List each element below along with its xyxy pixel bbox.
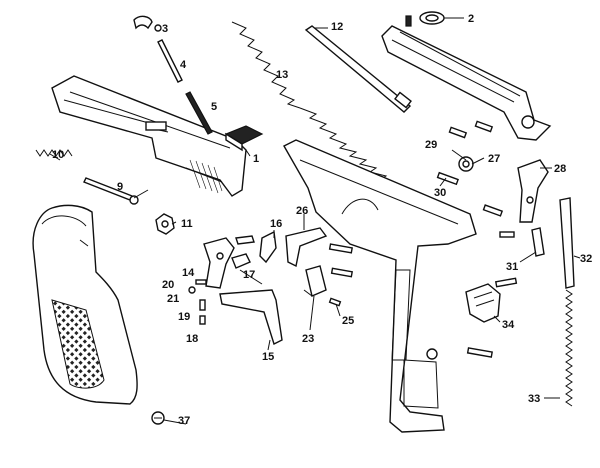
label-1: 1 — [253, 153, 259, 165]
label-16: 16 — [270, 218, 282, 230]
label-18: 18 — [186, 333, 198, 345]
part-3 — [133, 15, 162, 32]
part-15 — [219, 269, 283, 345]
part-28 — [517, 159, 549, 223]
leader-lines — [49, 17, 581, 425]
label-11: 11 — [181, 218, 193, 230]
part-1 — [224, 125, 264, 152]
label-37: 37 — [178, 415, 190, 427]
label-30: 30 — [434, 187, 446, 199]
label-27: 27 — [488, 153, 500, 165]
label-13: 13 — [276, 69, 288, 81]
part-37 — [151, 411, 165, 425]
part-11 — [155, 213, 175, 235]
part-34 — [465, 277, 518, 358]
part-16-trigger — [259, 230, 277, 264]
part-9 — [83, 177, 139, 205]
label-34: 34 — [502, 319, 515, 331]
part-10 — [35, 149, 73, 157]
part-12-guide-rod — [304, 25, 412, 113]
frame-part — [283, 139, 477, 433]
label-12: 12 — [331, 21, 343, 33]
label-31: 31 — [506, 261, 518, 273]
part-5 — [185, 91, 213, 135]
grip-panel — [32, 204, 138, 405]
label-32: 32 — [580, 253, 592, 265]
slide-part — [51, 75, 247, 197]
label-21: 21 — [167, 293, 179, 305]
label-26: 26 — [296, 205, 308, 217]
label-23: 23 — [302, 333, 314, 345]
label-20: 20 — [162, 279, 174, 291]
part-4 — [157, 39, 183, 83]
label-17: 17 — [243, 269, 255, 281]
label-5: 5 — [211, 101, 217, 113]
part-31 — [499, 227, 545, 257]
label-10: 10 — [52, 149, 64, 161]
parts-27-29-30 — [436, 120, 504, 217]
parts-18-21 — [188, 279, 207, 325]
label-15: 15 — [262, 351, 274, 363]
part-26 — [285, 227, 328, 268]
label-3: 3 — [162, 23, 168, 35]
part-25 — [328, 243, 354, 307]
label-28: 28 — [554, 163, 566, 175]
label-25: 25 — [342, 315, 354, 327]
label-9: 9 — [117, 181, 123, 193]
part-23 — [303, 265, 327, 297]
label-4: 4 — [180, 59, 187, 71]
label-33: 33 — [528, 393, 540, 405]
part-labels: 1 2 3 4 5 9 10 11 12 13 14 15 16 17 18 1… — [52, 13, 592, 427]
part-32-33-spring — [559, 197, 575, 407]
label-2: 2 — [468, 13, 474, 25]
part-17 — [231, 235, 255, 269]
part-14 — [203, 237, 235, 289]
label-29: 29 — [425, 139, 437, 151]
label-14: 14 — [182, 267, 195, 279]
barrel-part — [381, 25, 552, 141]
part-2 — [405, 11, 445, 27]
label-19: 19 — [178, 311, 190, 323]
